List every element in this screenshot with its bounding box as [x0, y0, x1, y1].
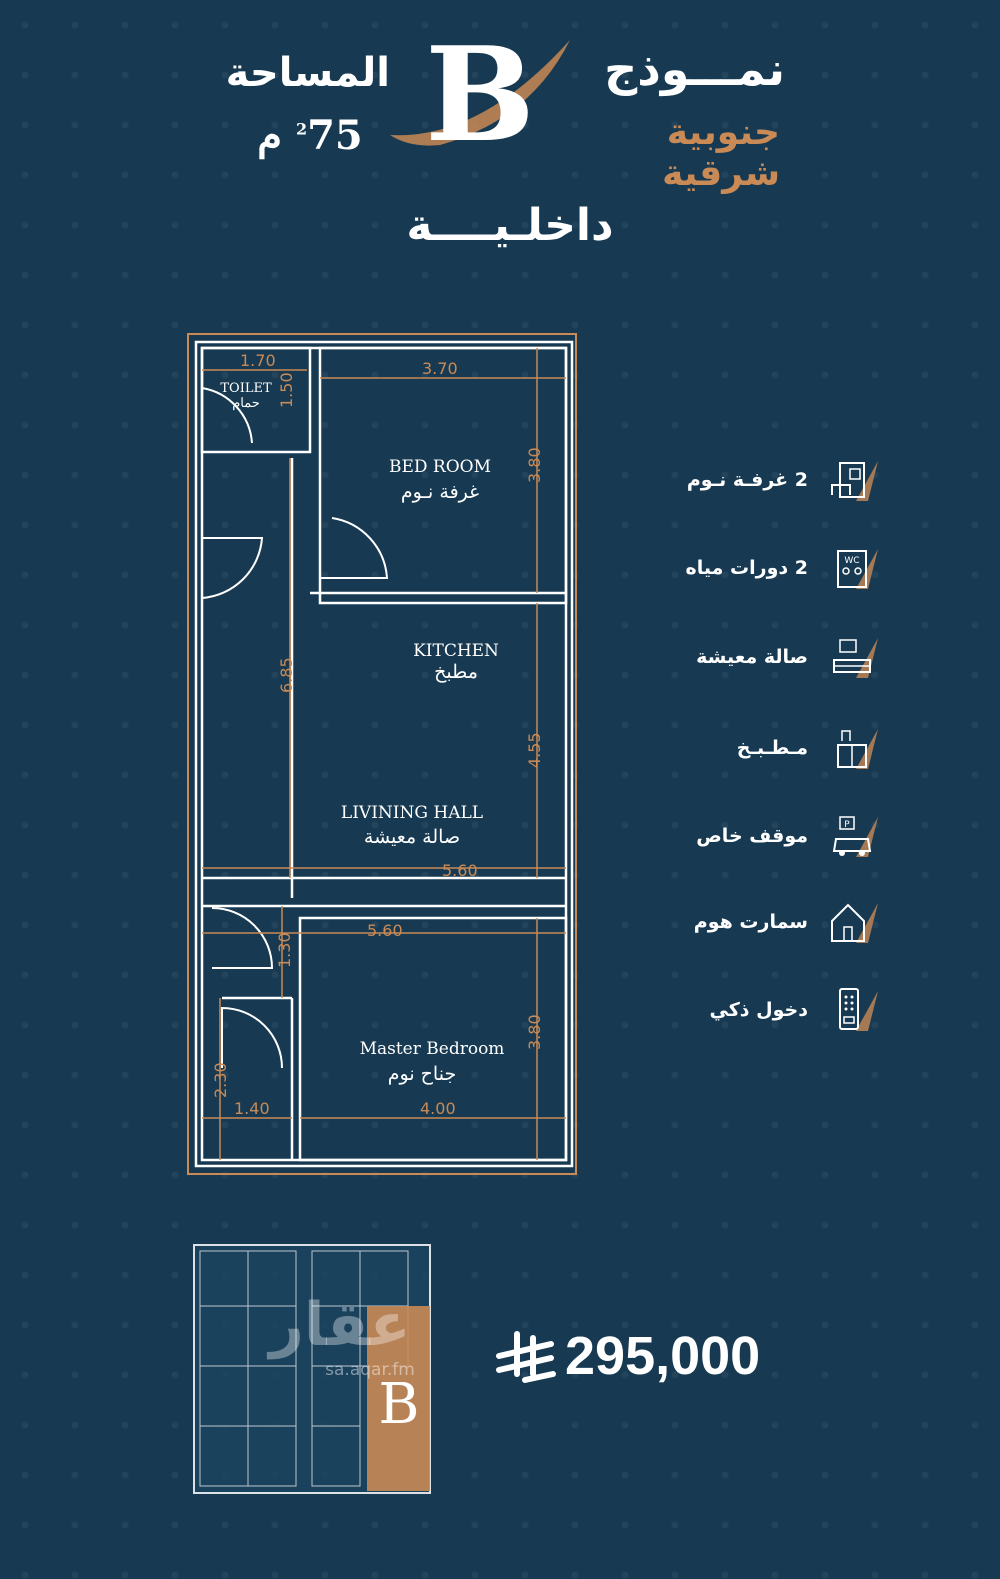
- feature-label: 2 غرفـة نـوم: [686, 469, 808, 491]
- feature-label: مـطـبـخ: [736, 737, 808, 759]
- room-label-bedroom-en: BED ROOM: [389, 457, 491, 477]
- feature-label: صالة معيشة: [696, 646, 808, 668]
- bedroom-icon: [831, 461, 878, 501]
- room-label-toilet-en: TOILET: [220, 381, 272, 396]
- room-label-living-en: LIVINING HALL: [341, 803, 483, 823]
- feature-item: دخول ذكي: [640, 980, 880, 1040]
- room-label-toilet-ar: حمام: [232, 396, 260, 411]
- dim-label: 3.80: [525, 447, 544, 483]
- feature-label: دخول ذكي: [709, 999, 808, 1021]
- building-thumbnail: [193, 1244, 431, 1494]
- dim-label: 5.60: [442, 861, 478, 880]
- kitchen-icon: [837, 729, 878, 769]
- feature-item: موقف خاص P: [640, 806, 880, 866]
- dim-label: 4.00: [420, 1099, 456, 1118]
- feature-item: 2 غرفـة نـوم: [640, 450, 880, 510]
- room-label-bedroom-ar: غرفة نـوم: [401, 481, 479, 503]
- price-value: 295,000: [565, 1326, 761, 1386]
- dim-label: 3.70: [422, 359, 458, 378]
- feature-label: 2 دورات مياه: [685, 557, 808, 579]
- room-label-master-en: Master Bedroom: [360, 1039, 505, 1059]
- model-letter: B: [425, 18, 535, 171]
- saudi-riyal-icon: [496, 1331, 556, 1383]
- feature-item: صالة معيشة: [640, 627, 880, 687]
- area-label: المساحة: [225, 50, 390, 96]
- unit-type: داخلـيــــة: [406, 200, 614, 251]
- feature-label: سمارت هوم: [693, 911, 808, 933]
- svg-text:P: P: [844, 820, 850, 830]
- area-value-text: 75 م: [257, 112, 363, 159]
- dim-label: 2.30: [211, 1062, 230, 1098]
- smart-home-icon: [831, 903, 878, 943]
- dim-label: 1.70: [240, 351, 276, 370]
- room-label-living-ar: صالة معيشة: [364, 826, 460, 848]
- area-unit-sup: 2: [295, 119, 308, 139]
- model-label: نمـــوذج: [604, 42, 785, 96]
- dim-label: 4.55: [525, 732, 544, 768]
- parking-icon: P: [832, 816, 878, 857]
- room-label-master-ar: جناح نوم: [388, 1063, 456, 1085]
- floor-plan: 1.70 3.70 5.60 5.60 1.40 4.00 1.50 3.80 …: [187, 333, 577, 1175]
- room-label-kitchen-en: KITCHEN: [413, 641, 499, 661]
- dim-label: 1.40: [234, 1099, 270, 1118]
- thumbnail-letter: B: [378, 1372, 420, 1437]
- dim-label: 1.50: [277, 372, 296, 408]
- feature-item: 2 دورات مياه WC: [640, 538, 880, 598]
- feature-item: سمارت هوم: [640, 892, 880, 952]
- wc-icon: WC: [837, 549, 878, 589]
- brand-swoosh: [390, 40, 570, 146]
- room-label-kitchen-ar: مطبخ: [434, 661, 478, 683]
- dim-label: 1.30: [275, 932, 294, 968]
- watermark-url: sa.aqar.fm: [325, 1360, 415, 1380]
- feature-label: موقف خاص: [696, 825, 808, 847]
- dim-label: 5.60: [367, 921, 403, 940]
- svg-text:WC: WC: [844, 556, 859, 566]
- feature-item: مـطـبـخ: [640, 718, 880, 778]
- dim-label: 6.85: [277, 657, 296, 693]
- smart-entry-icon: [839, 988, 878, 1031]
- watermark-logo: عقار: [269, 1290, 411, 1360]
- dim-label: 3.80: [525, 1014, 544, 1050]
- orientation-label: جنوبية شرقية: [662, 112, 780, 194]
- area-value: 275 م: [250, 112, 370, 159]
- living-room-icon: [833, 638, 878, 678]
